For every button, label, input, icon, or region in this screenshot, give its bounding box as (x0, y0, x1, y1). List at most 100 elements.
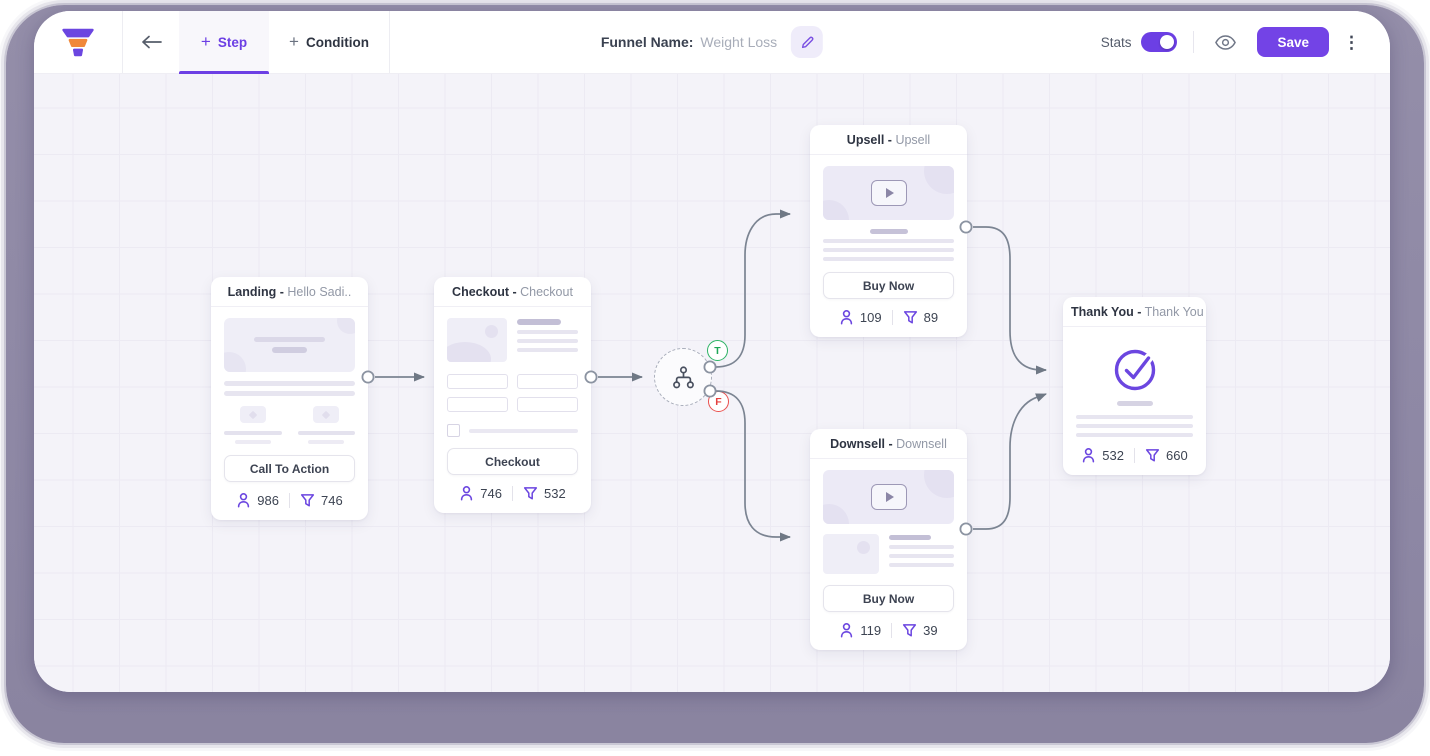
preview-text-line (224, 381, 355, 386)
funnel-filter-icon (903, 623, 917, 636)
node-preview: Buy Now 109 89 (810, 155, 967, 337)
visitors-count: 746 (480, 485, 502, 501)
node-title: Thank You - Thank You (1063, 297, 1206, 327)
preview-text-line (1076, 415, 1193, 419)
node-title: Checkout - Checkout (434, 277, 591, 307)
tab-add-step[interactable]: + Step (179, 11, 269, 74)
save-button[interactable]: Save (1257, 27, 1329, 57)
funnel-name-label: Funnel Name: (600, 34, 694, 50)
conversions-stat: 89 (903, 310, 938, 325)
visitors-count: 986 (257, 492, 279, 508)
tab-condition-label: Condition (305, 34, 369, 50)
visitors-count: 109 (859, 309, 882, 325)
preview-video-placeholder (823, 470, 954, 524)
visitors-stat: 532 (1081, 447, 1124, 463)
plus-icon: + (289, 32, 299, 51)
preview-buy-button: Buy Now (823, 272, 954, 299)
more-options-button[interactable]: ⋮ (1337, 30, 1366, 55)
node-upsell[interactable]: Upsell - Upsell Buy Now 109 (810, 125, 967, 337)
eye-icon (1215, 34, 1237, 50)
branch-icon (672, 365, 694, 388)
arrow-left-icon (141, 35, 162, 49)
node-condition[interactable] (654, 348, 712, 406)
condition-true-badge: T (707, 340, 728, 361)
conversions-stat: 532 (523, 486, 566, 501)
node-preview: Buy Now 119 39 (810, 459, 967, 650)
person-icon (461, 486, 473, 501)
conversions-count: 746 (321, 492, 343, 508)
funnel-filter-icon (903, 310, 917, 323)
edit-funnel-name-button[interactable] (791, 26, 824, 58)
visitors-stat: 986 (236, 492, 279, 508)
preview-buy-button: Buy Now (823, 585, 954, 612)
preview-video-placeholder (823, 166, 954, 220)
preview-caption-line (869, 229, 908, 234)
visitors-count: 532 (1102, 447, 1124, 463)
toolbar-right-group: Stats Save ⋮ (1101, 11, 1390, 73)
visitors-stat: 119 (839, 622, 881, 638)
preview-cta-button: Call To Action (224, 455, 355, 482)
node-landing[interactable]: Landing - Hello Sadi.. Call To Action (211, 277, 368, 520)
preview-text-line (1076, 433, 1193, 437)
funnel-filter-icon (1145, 448, 1160, 461)
node-type-label: Downsell - (830, 437, 893, 451)
preview-text-line (823, 248, 954, 252)
node-title: Downsell - Downsell (810, 429, 967, 459)
conversions-stat: 746 (300, 493, 343, 508)
toolbar-divider (1193, 31, 1195, 53)
funnel-filter-icon (300, 493, 315, 506)
conversions-count: 39 (923, 622, 938, 638)
conversions-count: 89 (923, 309, 939, 325)
node-type-label: Thank You - (1071, 305, 1142, 319)
back-button[interactable] (123, 11, 179, 73)
node-stats: 119 39 (823, 622, 954, 638)
conversions-stat: 660 (1145, 448, 1188, 463)
preview-text-line (823, 257, 954, 261)
play-icon (870, 180, 907, 206)
node-stats: 986 746 (224, 492, 355, 508)
stat-divider (512, 485, 513, 501)
person-icon (840, 310, 853, 325)
conversions-count: 660 (1166, 447, 1188, 463)
preview-image-placeholder (823, 534, 879, 574)
condition-false-badge: F (708, 391, 729, 412)
preview-media-row (447, 318, 578, 362)
node-name-label: Upsell (895, 133, 931, 147)
node-thankyou[interactable]: Thank You - Thank You (1063, 297, 1206, 475)
node-name-label: Downsell (896, 437, 947, 451)
conversions-stat: 39 (902, 622, 938, 638)
tab-step-label: Step (217, 34, 248, 50)
preview-button[interactable] (1210, 30, 1241, 55)
node-type-label: Checkout - (452, 285, 517, 299)
visitors-stat: 109 (839, 309, 882, 325)
node-downsell[interactable]: Downsell - Downsell Buy Now (810, 429, 967, 650)
funnel-filter-icon (523, 486, 538, 499)
stat-divider (289, 492, 290, 508)
person-icon (238, 493, 250, 508)
stat-divider (891, 622, 893, 638)
visitors-count: 119 (860, 622, 882, 638)
funnel-name-value: Weight Loss (700, 34, 778, 50)
check-circle-icon (1076, 345, 1193, 393)
stat-divider (1134, 447, 1135, 463)
pencil-icon (801, 36, 814, 48)
visitors-stat: 746 (459, 485, 502, 501)
preview-image-placeholder (447, 318, 507, 362)
preview-form-fields (447, 374, 578, 412)
preview-feature-columns (224, 406, 355, 444)
funnel-canvas[interactable]: Landing - Hello Sadi.. Call To Action (34, 73, 1390, 692)
preview-text-line (1076, 424, 1193, 428)
stats-toggle[interactable] (1141, 32, 1178, 52)
node-preview: Call To Action 986 746 (211, 307, 368, 520)
node-checkout[interactable]: Checkout - Checkout Checkout (434, 277, 591, 513)
node-name-label: Checkout (520, 285, 573, 299)
preview-checkout-button: Checkout (447, 448, 578, 475)
app-logo (34, 11, 123, 73)
stat-divider (891, 309, 893, 325)
connector-condition-true-upsell (715, 209, 791, 368)
play-icon (870, 484, 907, 510)
node-type-label: Landing - (227, 285, 284, 299)
connector-downsell-thankyou (973, 393, 1047, 530)
tab-add-condition[interactable]: + Condition (269, 11, 390, 73)
preview-text-line (823, 239, 954, 243)
